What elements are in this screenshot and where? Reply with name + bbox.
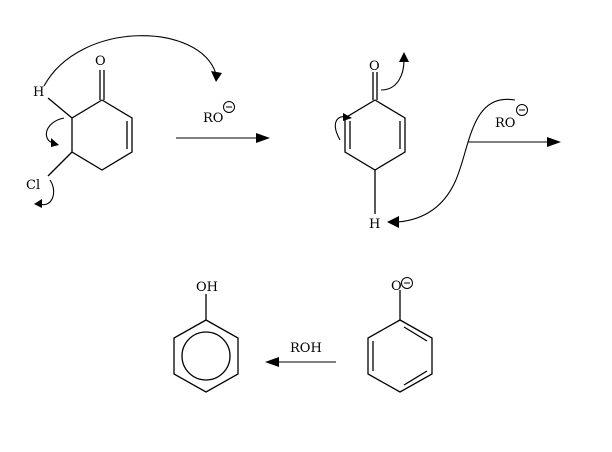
m4-aromatic-circle — [181, 331, 231, 381]
ccl-leaving-arrow — [39, 179, 55, 206]
base-attacks-h-arrow — [43, 35, 217, 87]
arrowhead — [399, 52, 409, 62]
reagent-ro-1: RO — [203, 111, 223, 126]
m3-ring — [367, 319, 433, 393]
arrowhead — [387, 216, 399, 228]
arrowhead — [547, 137, 561, 147]
reaction-arrow-2: RO — [468, 104, 561, 147]
m2-ring — [344, 99, 406, 171]
m2-oxygen-label: O — [369, 59, 380, 74]
negative-charge-icon — [223, 101, 235, 113]
m1-ccl-bond — [47, 151, 73, 177]
reaction-arrow-3: ROH — [265, 341, 336, 367]
m3-ring-double-bond-2 — [403, 370, 428, 386]
m4-hydroxyl-label: OH — [196, 280, 218, 295]
reagent-roh: ROH — [290, 341, 322, 356]
reagent-ro-2: RO — [495, 116, 515, 131]
m1-hydrogen-label: H — [33, 85, 44, 100]
base-attacks-h-arrow-2 — [397, 98, 516, 223]
arrowhead — [256, 133, 270, 143]
co-pi-bond-to-oxygen-arrow — [380, 59, 405, 91]
m2-electron-arrows — [334, 52, 516, 228]
m3-oxygen-label: O — [391, 279, 402, 294]
arrowhead — [34, 199, 42, 208]
m1-ch-bond — [47, 97, 73, 119]
molecule-chlorocyclohexenone: O H Cl — [26, 54, 133, 193]
arrowhead — [343, 113, 352, 121]
m4-ring — [173, 319, 239, 393]
arrowhead — [51, 138, 59, 147]
molecule-phenoxide: O — [367, 277, 433, 393]
molecule-phenol: OH — [173, 280, 239, 393]
m1-oxygen-label: O — [95, 54, 106, 69]
negative-charge-icon — [516, 104, 528, 116]
m1-electron-arrows — [34, 35, 222, 208]
arrowhead — [265, 357, 279, 367]
negative-charge-icon — [401, 277, 413, 289]
m1-chlorine-label: Cl — [26, 178, 40, 193]
m1-ring — [71, 99, 133, 171]
m3-ring-double-bond-1 — [403, 326, 428, 342]
reaction-arrow-1: RO — [176, 101, 270, 143]
ch-bond-to-cc-arrow — [45, 117, 65, 144]
m2-hydrogen-label: H — [369, 217, 380, 232]
arrowhead — [211, 71, 222, 82]
molecule-cyclohexadienone: O H — [344, 59, 406, 232]
